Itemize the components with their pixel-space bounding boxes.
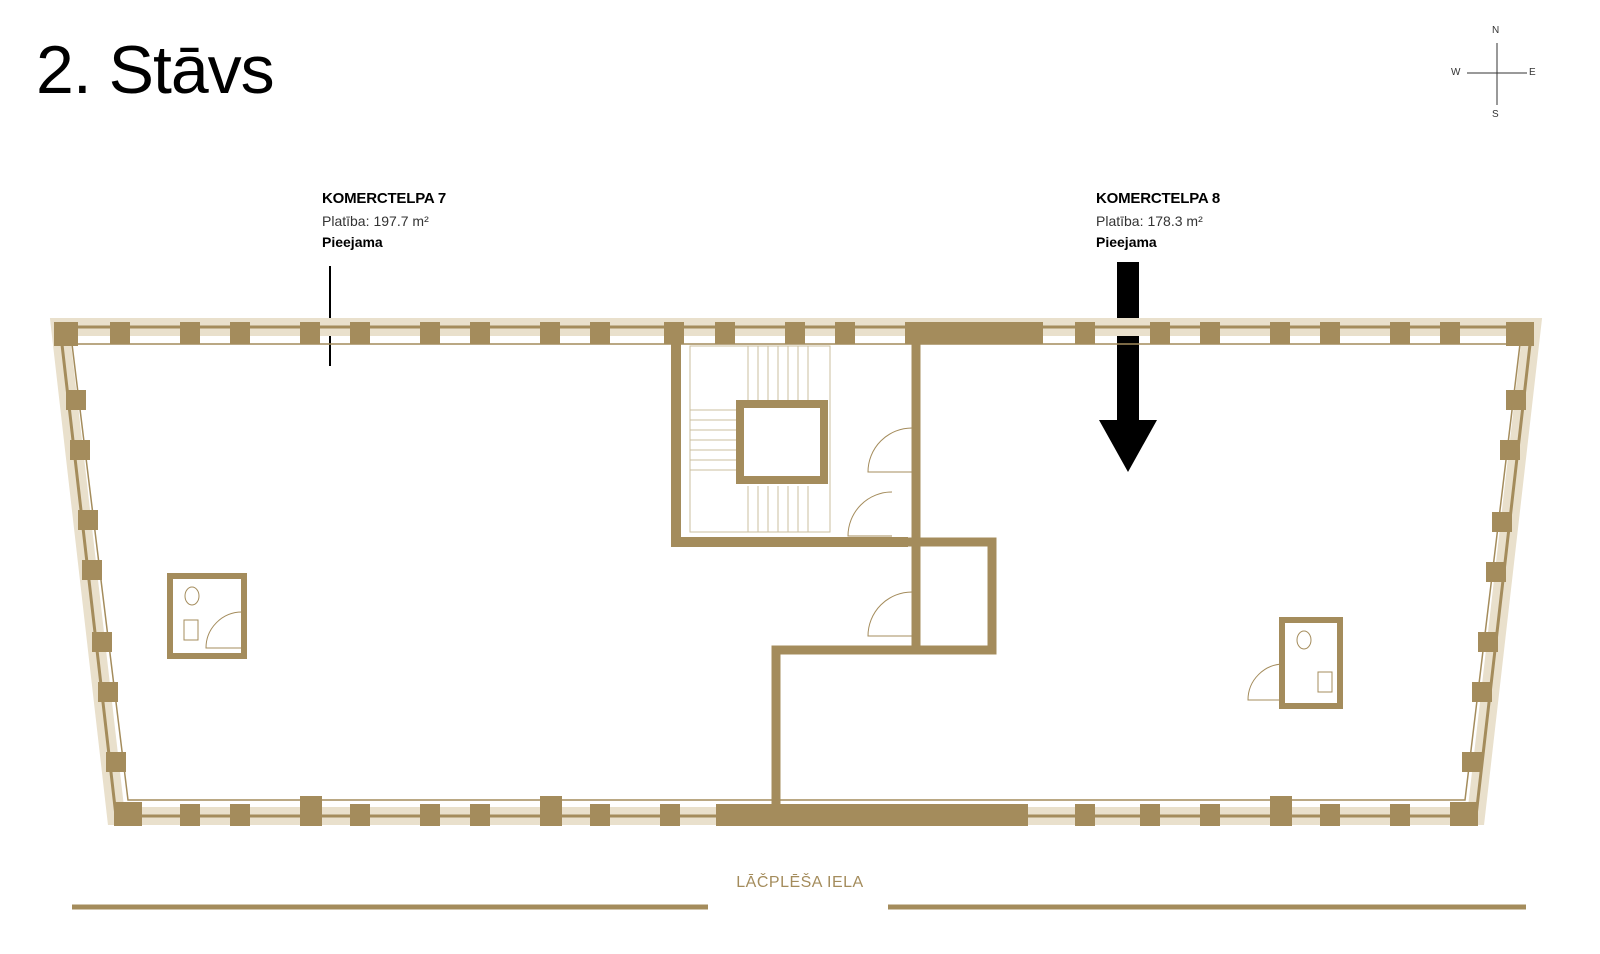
unit-area: Platība: 197.7 m²: [322, 211, 446, 232]
unit-name: KOMERCTELPA 8: [1096, 190, 1221, 207]
compass-east: E: [1529, 67, 1536, 78]
top-wall-piers: [54, 322, 1534, 346]
door-swing-icon: [847, 491, 893, 537]
floor-title: 2. Stāvs: [36, 32, 275, 108]
stair-treads: [690, 346, 809, 532]
sink-icon: [183, 619, 199, 641]
unit-8-arrow-icon: [1099, 262, 1157, 472]
unit-area-value: 197.7 m²: [373, 212, 429, 229]
street-label: LĀČPLĒŠA IELA: [736, 874, 864, 891]
door-swing-icon: [867, 591, 913, 637]
left-wall-piers: [66, 390, 126, 772]
compass-rose-icon: [1467, 43, 1527, 105]
toilet-icon: [1296, 630, 1312, 650]
unit-area: Platība: 178.3 m²: [1096, 211, 1220, 232]
unit-info-komerctelpa-8[interactable]: KOMERCTELPA 8 Platība: 178.3 m² Pieejama: [1096, 188, 1220, 253]
bottom-wall-piers: [114, 796, 1478, 826]
central-walls: [771, 332, 997, 812]
compass: N S E W: [1451, 25, 1539, 125]
toilet-icon: [184, 586, 200, 606]
unit-area-label: Platība:: [1096, 212, 1144, 229]
unit-info-komerctelpa-7[interactable]: KOMERCTELPA 7 Platība: 197.7 m² Pieejama: [322, 188, 446, 253]
unit-name: KOMERCTELPA 7: [322, 190, 447, 207]
doors: [847, 427, 913, 637]
unit-status: Pieejama: [322, 233, 383, 250]
unit-area-value: 178.3 m²: [1147, 212, 1203, 229]
compass-south: S: [1492, 109, 1499, 120]
outer-wall-inner-line: [71, 343, 1521, 801]
unit-status: Pieejama: [1096, 233, 1157, 250]
compass-north: N: [1492, 25, 1500, 36]
right-wall-piers: [1462, 390, 1526, 772]
stair-core: [671, 332, 908, 547]
compass-west: W: [1451, 67, 1461, 78]
unit-area-label: Platība:: [322, 212, 370, 229]
door-swing-icon: [1247, 663, 1285, 701]
door-swing-icon: [205, 611, 243, 649]
sink-icon: [1317, 671, 1333, 693]
door-swing-icon: [867, 427, 913, 473]
wc-left: [167, 573, 247, 659]
wc-right: [1247, 617, 1343, 709]
